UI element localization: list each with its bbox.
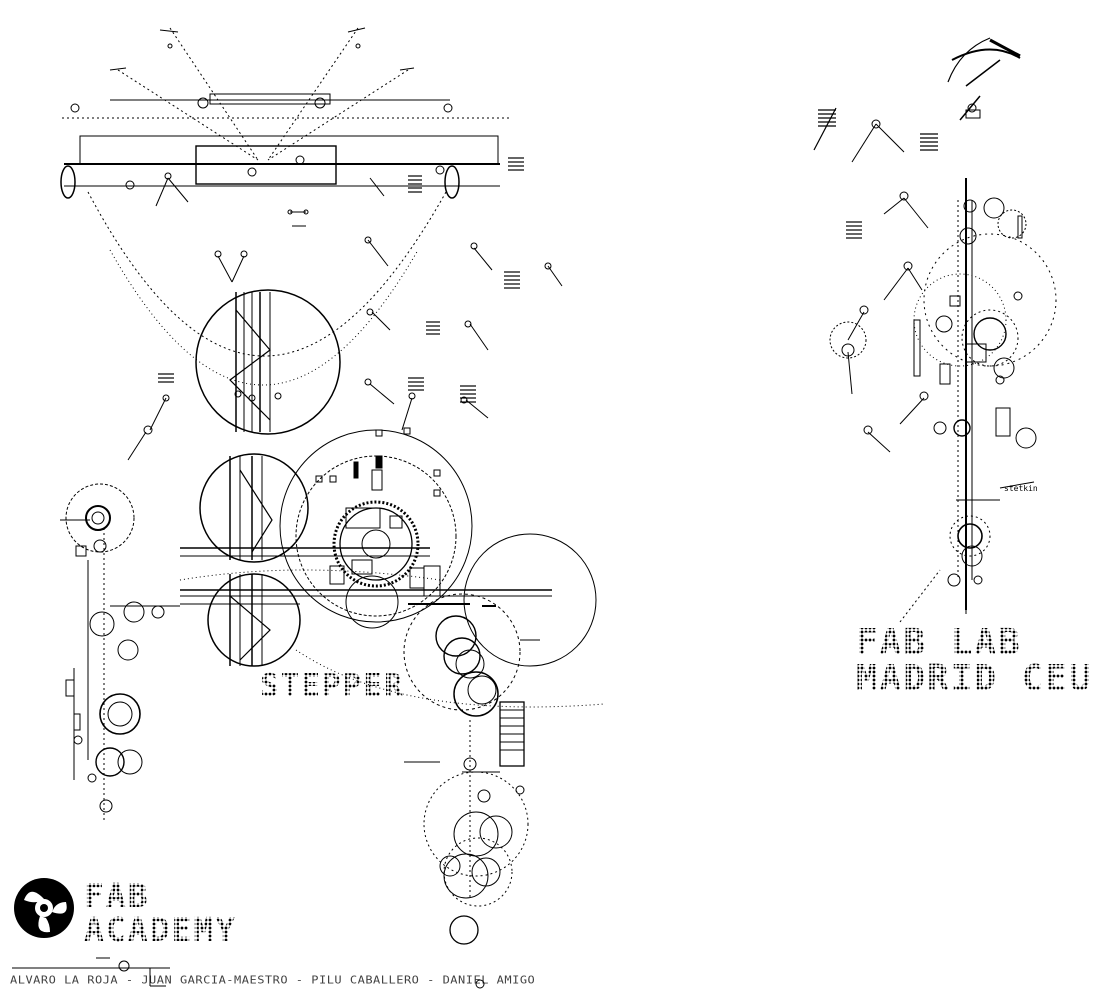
credit-ornament xyxy=(12,957,485,989)
stepper-label: STEPPER xyxy=(260,668,405,704)
right-assembly xyxy=(813,37,1057,623)
left-mechanism xyxy=(60,483,180,820)
small-annotation: stetkin xyxy=(1004,484,1038,493)
fab-lab-location: MADRID CEU xyxy=(856,658,1093,699)
fab-academy-logo-icon xyxy=(14,878,74,938)
pick-wheel xyxy=(295,533,605,945)
stepper-gear xyxy=(279,427,473,629)
fab-lab-title: FAB LAB xyxy=(856,622,1022,663)
credits-line: ALVARO LA ROJA - JUAN GARCIA-MAESTRO - P… xyxy=(10,974,536,986)
academy-title-line2: ACADEMY xyxy=(84,910,238,949)
circle-stack xyxy=(179,289,552,667)
academy-title-line1: FAB xyxy=(84,876,150,915)
top-assembly xyxy=(60,27,563,461)
